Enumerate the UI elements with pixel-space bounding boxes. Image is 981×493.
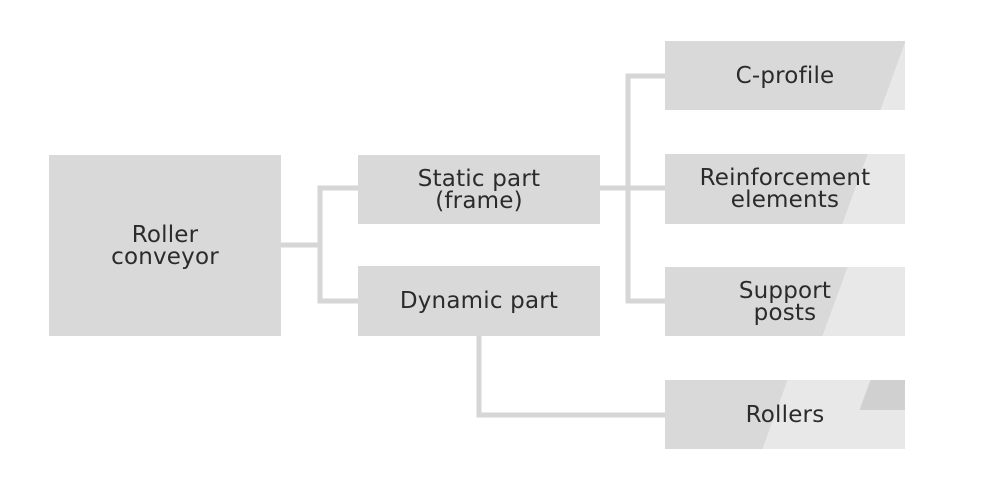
node-label: C-profile (735, 62, 835, 89)
node-label: Static part (frame) (417, 165, 541, 214)
node-sheen (822, 267, 905, 336)
connector-dynamic (476, 336, 665, 418)
node-dynamic-part: Dynamic part (358, 266, 600, 336)
node-sheen (880, 41, 905, 110)
node-label: Support posts (738, 277, 832, 326)
node-reinforcement-elements: Reinforcement elements (665, 154, 905, 224)
node-static-part: Static part (frame) (358, 155, 600, 224)
connector-root-branch (317, 185, 358, 304)
node-roller-conveyor: Roller conveyor (49, 155, 281, 336)
node-label: Reinforcement elements (699, 165, 871, 213)
node-label: Roller conveyor (111, 221, 219, 270)
node-support-posts: Support posts (665, 267, 905, 336)
node-label: Rollers (745, 401, 825, 428)
node-label: Dynamic part (399, 288, 559, 314)
node-c-profile: C-profile (665, 41, 905, 110)
node-rollers: Rollers (665, 380, 905, 449)
